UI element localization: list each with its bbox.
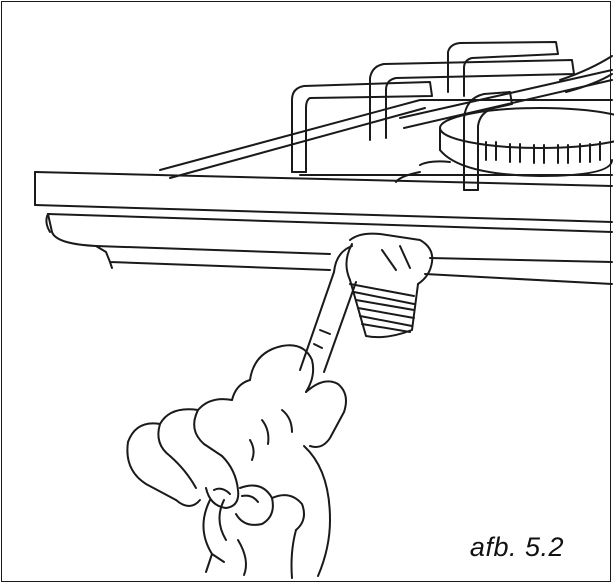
gas-burner	[395, 107, 614, 183]
gas-connection-elbow	[345, 232, 434, 339]
figure-caption: afb. 5.2	[469, 532, 564, 562]
hob-front-rim	[34, 171, 613, 285]
hand-holding-wrench	[126, 344, 347, 579]
spanner-wrench	[202, 245, 357, 576]
pan-support-grates	[291, 41, 613, 191]
